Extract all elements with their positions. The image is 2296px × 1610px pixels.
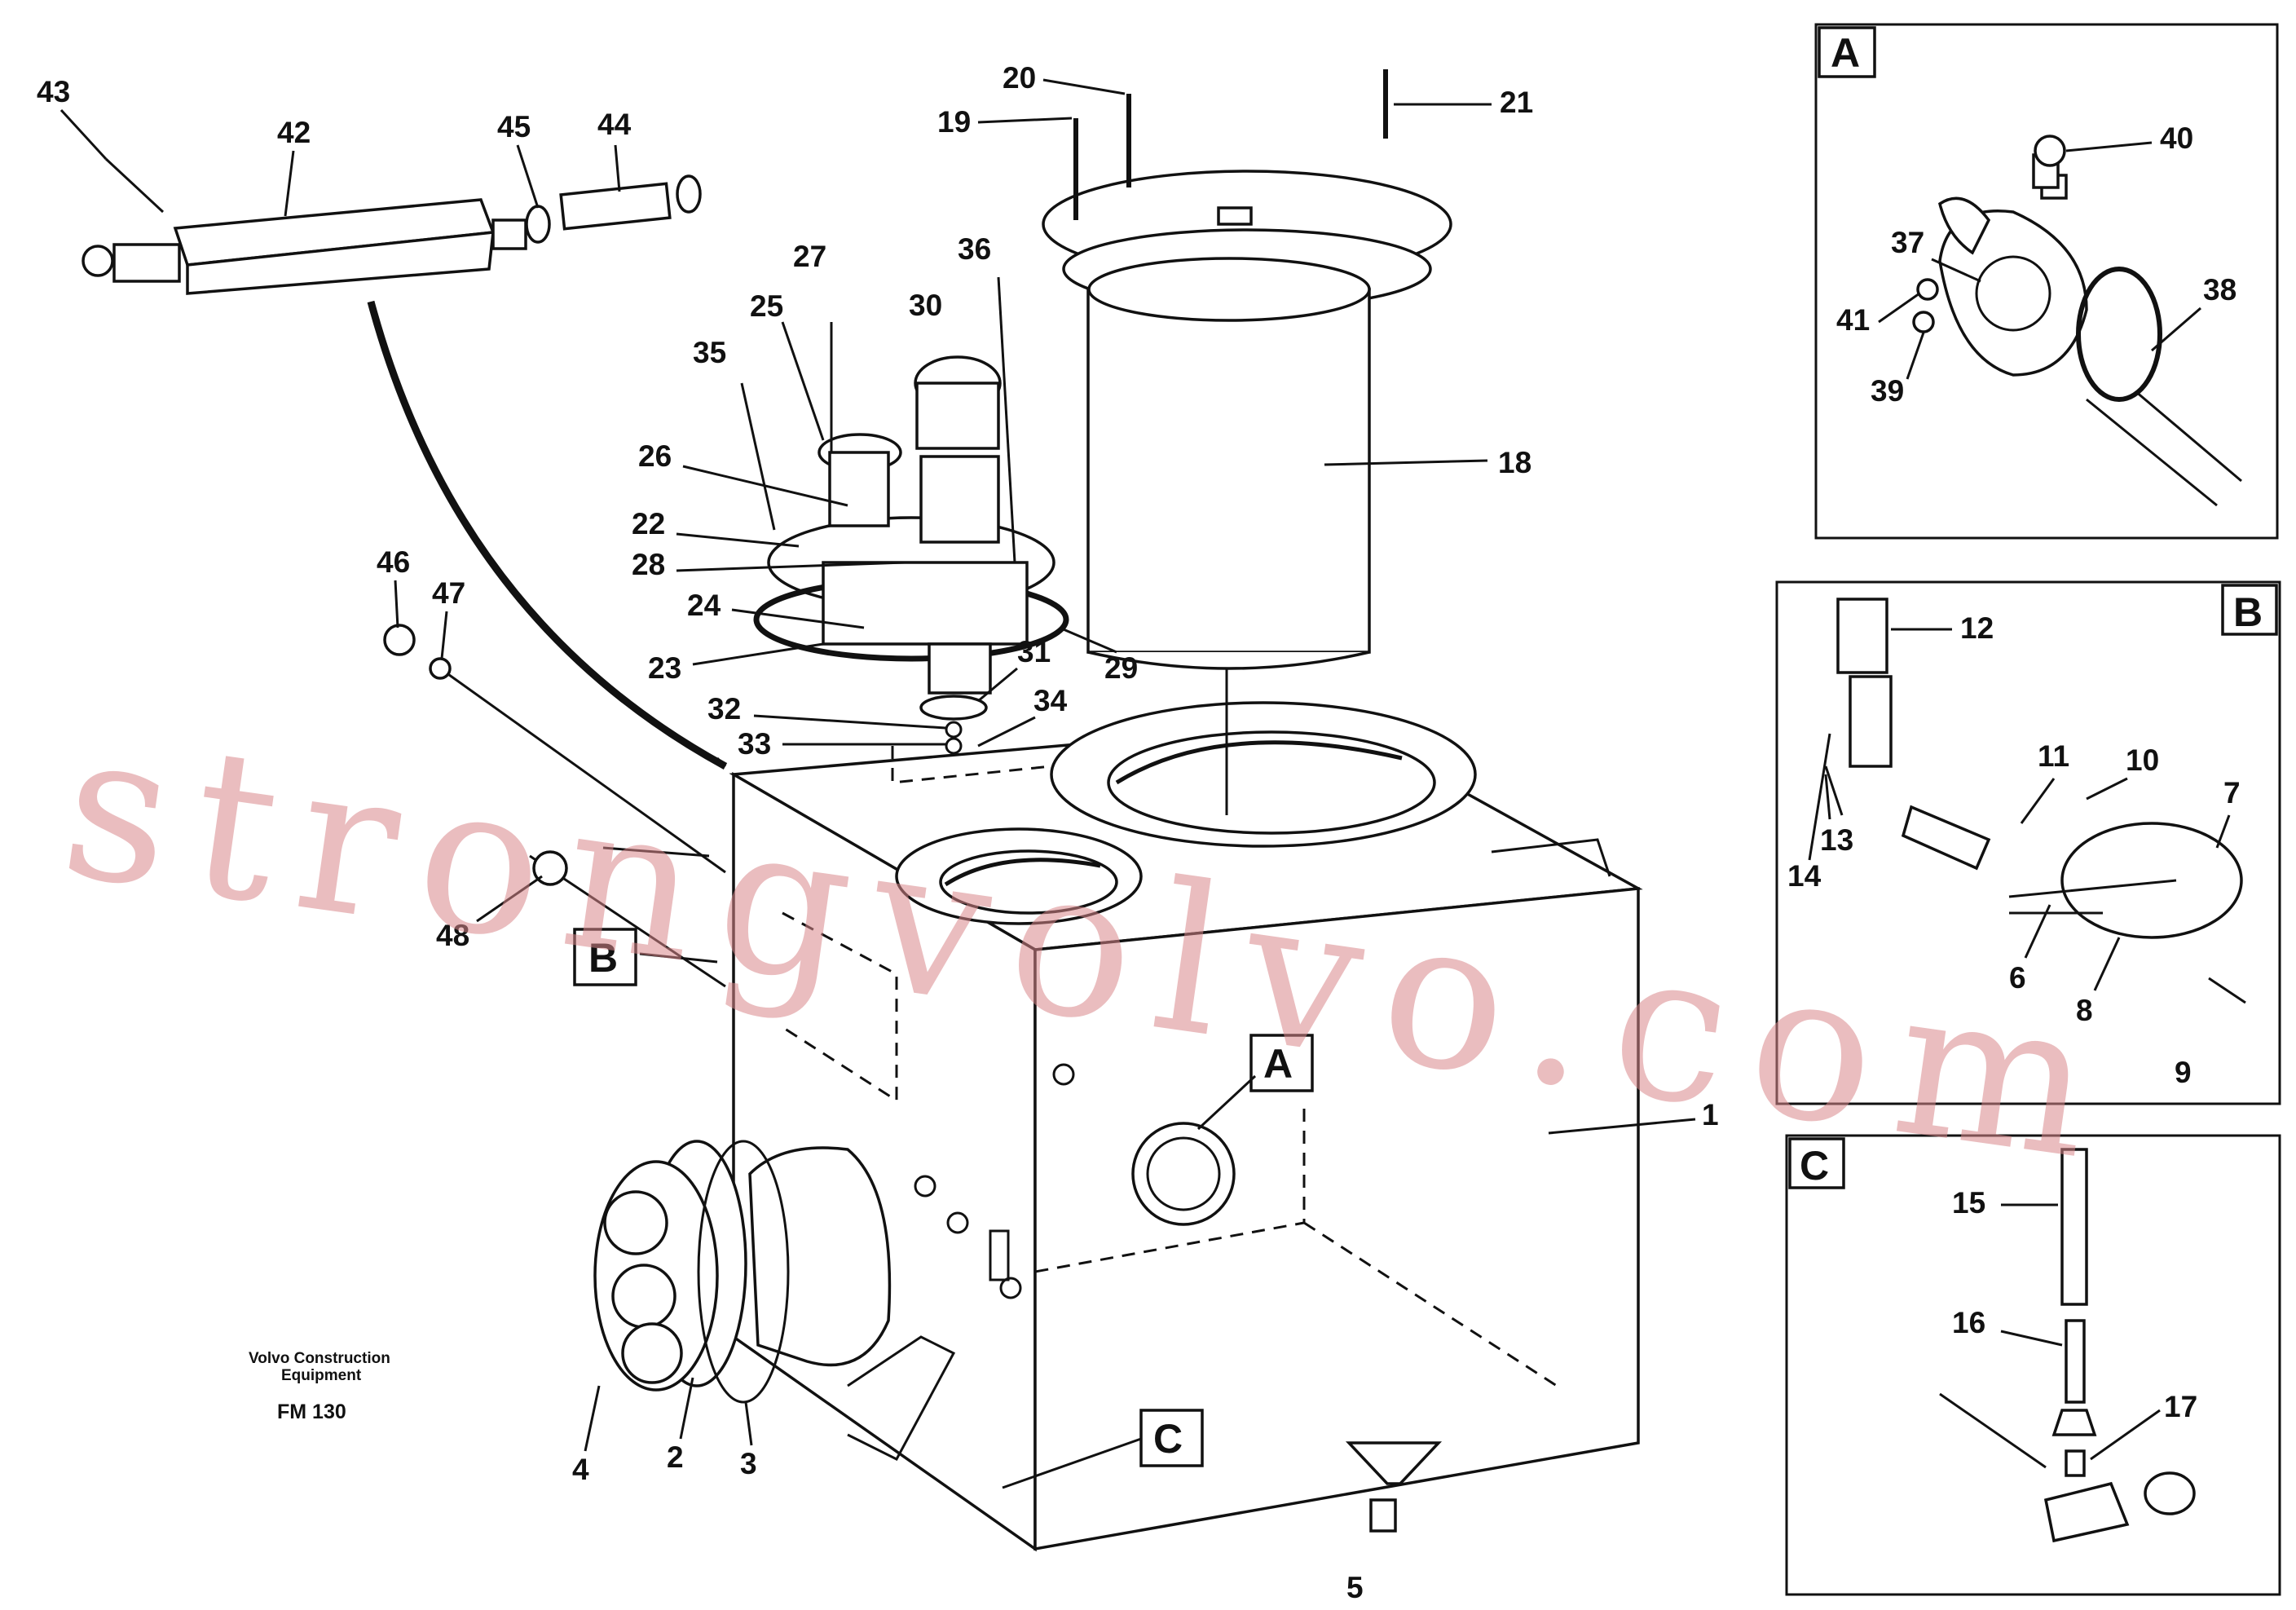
callout-1: 1 [1702,1098,1719,1131]
section-marker-c[interactable]: C [1002,1409,1204,1489]
section-marker-a[interactable]: A [1196,1034,1314,1131]
callout-15: 15 [1952,1186,1985,1220]
callout-41: 41 [1836,303,1870,337]
callout-labels: 1 2 3 4 5 18 19 20 21 22 23 24 25 26 27 … [37,61,1719,1604]
svg-text:A: A [1263,1041,1293,1087]
callout-48: 48 [436,919,469,952]
filter-casing[interactable] [1042,170,1452,815]
suction-flange-assembly[interactable] [593,1140,892,1404]
callout-20: 20 [1003,61,1036,95]
callout-43: 43 [37,75,70,108]
callout-16: 16 [1952,1306,1985,1339]
hydraulic-tank[interactable] [729,701,1643,1552]
callout-37: 37 [1891,226,1924,259]
callout-12: 12 [1960,611,1994,645]
callout-22: 22 [632,507,665,540]
callout-8: 8 [2076,994,2093,1027]
callout-24: 24 [687,589,721,622]
callout-28: 28 [632,548,665,581]
callout-10: 10 [2126,743,2159,777]
plug-46[interactable] [383,624,416,656]
detail-view-c: C 15 16 17 [1785,1134,2281,1596]
callout-33: 33 [738,727,771,761]
callout-42: 42 [277,116,311,149]
callout-23: 23 [648,651,681,685]
svg-text:B: B [588,935,618,981]
callout-4: 4 [572,1453,589,1486]
callout-32: 32 [707,692,741,726]
svg-text:A: A [1831,30,1860,76]
callout-14: 14 [1787,859,1822,893]
callout-26: 26 [638,439,672,473]
callout-7: 7 [2223,776,2241,809]
callout-40: 40 [2160,121,2193,155]
caption-line2: Equipment [281,1367,362,1384]
callout-27: 27 [793,240,826,273]
callout-19: 19 [937,105,971,139]
publisher-caption: Volvo Construction Equipment FM 130 [249,1350,390,1423]
callout-3: 3 [740,1447,757,1480]
callout-9: 9 [2175,1056,2192,1089]
manifold-block[interactable] [82,157,702,295]
filter-head-assembly[interactable] [753,355,1069,784]
callout-45: 45 [497,110,531,143]
section-marker-b[interactable]: B [573,928,718,986]
callout-38: 38 [2203,273,2237,307]
callout-2: 2 [667,1440,684,1474]
callout-25: 25 [750,289,783,323]
svg-text:C: C [1800,1143,1829,1189]
callout-39: 39 [1871,374,1904,408]
callout-31: 31 [1017,635,1051,668]
callout-36: 36 [958,232,991,266]
caption-line1: Volvo Construction [249,1350,390,1367]
callout-44: 44 [597,108,632,141]
svg-text:B: B [2233,589,2263,635]
callout-11: 11 [2038,739,2069,773]
callout-5: 5 [1346,1571,1364,1604]
callout-30: 30 [909,289,942,322]
detail-view-b: B 6 7 8 9 10 11 12 13 14 [1775,580,2281,1105]
svg-text:C: C [1153,1416,1183,1462]
callout-17: 17 [2164,1390,2197,1423]
callout-35: 35 [693,336,726,369]
callout-21: 21 [1500,86,1533,119]
callout-47: 47 [432,576,465,610]
callout-34: 34 [1033,684,1068,717]
drain-hose[interactable] [367,300,728,770]
callout-29: 29 [1104,651,1138,685]
callout-13: 13 [1820,823,1853,857]
model-code: FM 130 [277,1400,346,1423]
callout-46: 46 [377,545,410,579]
callout-18: 18 [1498,446,1531,479]
callout-6: 6 [2009,961,2026,995]
detail-view-a: A 37 38 39 40 41 [1814,23,2279,540]
washer-47[interactable] [429,657,452,680]
